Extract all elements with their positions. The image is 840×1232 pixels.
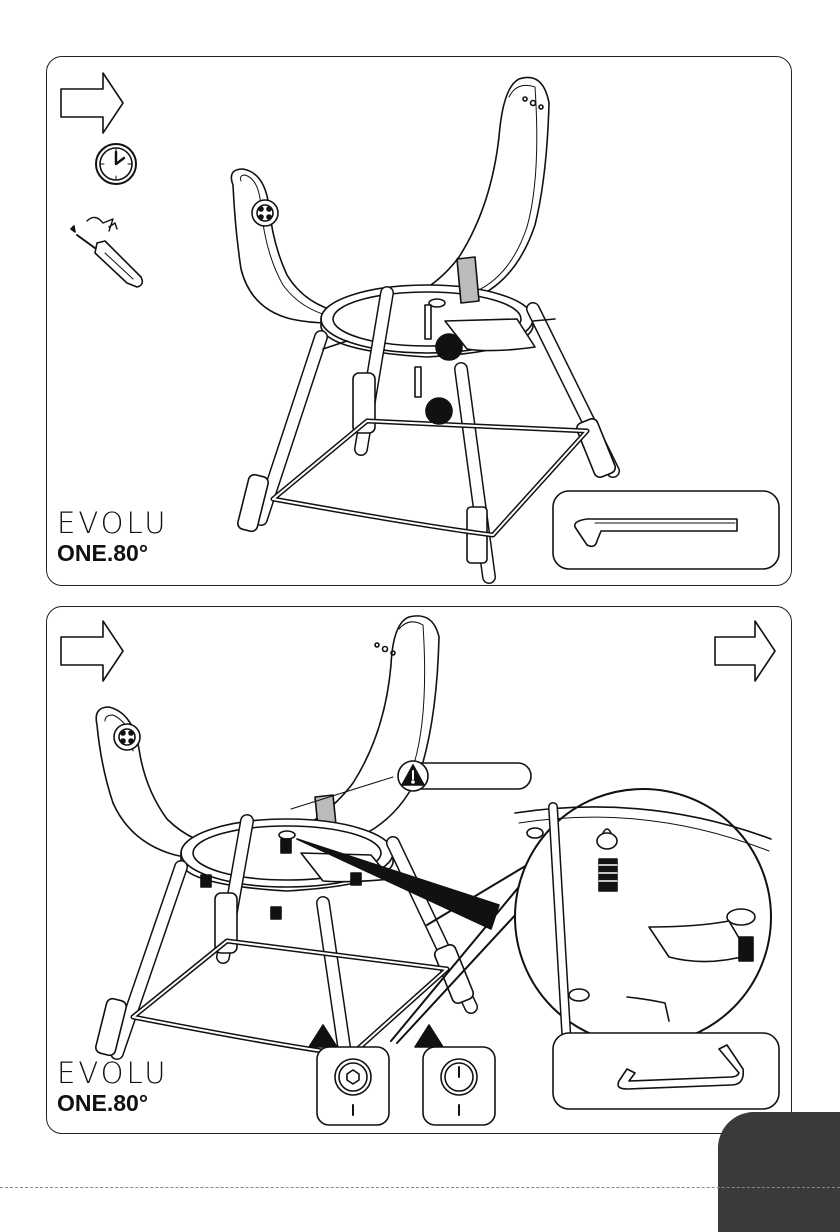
arrow-right-icon xyxy=(61,73,123,133)
screwdriver-icon xyxy=(71,217,142,287)
magnified-bolt-detail xyxy=(515,789,771,1047)
warning-icon xyxy=(415,1025,495,1125)
arrow-right-icon xyxy=(61,621,123,681)
assembly-step-1-panel: EVOLU ONE.80° xyxy=(46,56,792,586)
brand-model: ONE.80° xyxy=(57,1092,168,1115)
assembly-step-2-panel: EVOLU ONE.80° xyxy=(46,606,792,1134)
arrow-right-icon xyxy=(715,621,775,681)
brand-model: ONE.80° xyxy=(57,542,168,565)
clock-icon xyxy=(96,144,136,184)
chair-seat xyxy=(231,77,549,323)
allen-key-icon xyxy=(553,491,779,569)
page-corner-tab xyxy=(718,1112,840,1232)
bolt-icon xyxy=(415,367,452,424)
brand-logo: EVOLU ONE.80° xyxy=(57,1059,168,1115)
brand-name: EVOLU xyxy=(57,509,168,538)
brand-logo: EVOLU ONE.80° xyxy=(57,509,168,565)
brand-name: EVOLU xyxy=(57,1059,168,1088)
page-cut-line xyxy=(0,1187,840,1188)
allen-key-icon xyxy=(553,1033,779,1109)
